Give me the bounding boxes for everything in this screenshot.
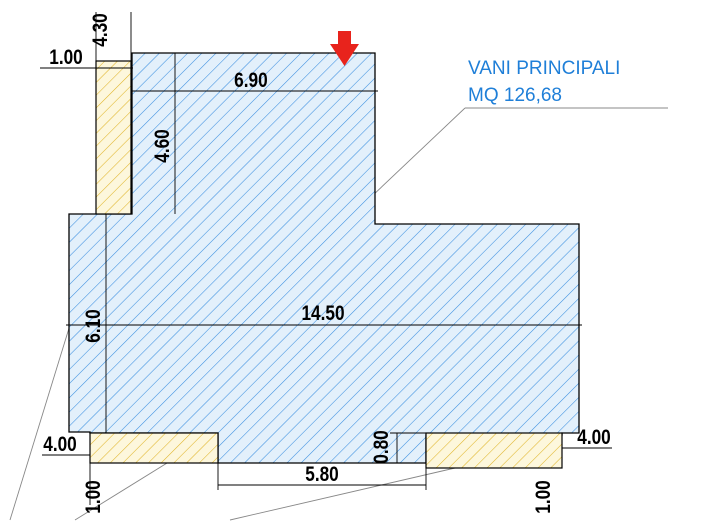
dim-main-width: 14.50 [301, 303, 344, 326]
dim-column-width: 1.00 [49, 47, 83, 70]
dim-right-strip-length: 4.00 [577, 427, 611, 450]
dimension-lines [40, 12, 612, 505]
dim-left-strip-length: 4.00 [43, 434, 77, 457]
main-area [68, 52, 580, 464]
arrow-down-icon [330, 31, 359, 66]
dim-top-width: 6.90 [234, 70, 268, 93]
dim-column-height: 4.30 [90, 13, 113, 47]
left-strip-area [89, 432, 219, 464]
column-area [95, 60, 132, 215]
area-label-title: VANI PRINCIPALI [468, 58, 620, 79]
leader-line-right-strip [229, 467, 456, 521]
dim-gap-width: 5.80 [305, 464, 339, 487]
leader-line-left-strip [74, 454, 181, 521]
dim-left-strip-width: 1.00 [83, 480, 106, 514]
dim-main-height: 6.10 [83, 309, 106, 343]
dim-gap-height: 0.80 [371, 430, 394, 464]
dim-right-strip-width: 1.00 [533, 480, 556, 514]
right-strip-area [425, 432, 563, 469]
area-label-value: MQ 126,68 [468, 85, 562, 106]
dim-top-height: 4.60 [152, 129, 175, 163]
